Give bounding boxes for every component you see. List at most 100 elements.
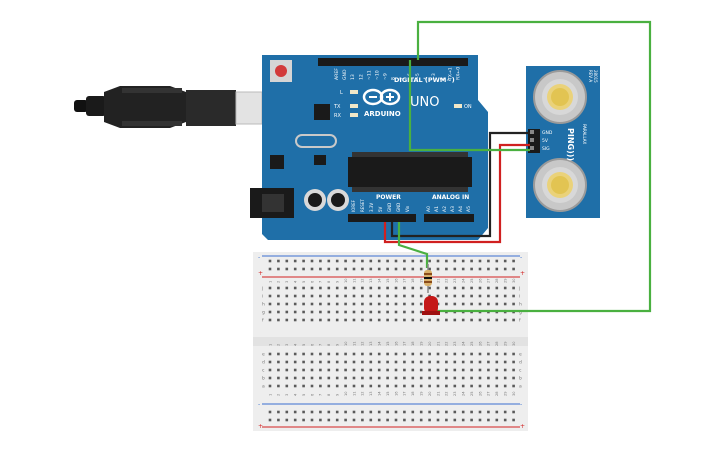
analog-header[interactable] [424, 214, 474, 222]
breadboard-hole[interactable] [487, 376, 490, 380]
rail-hole[interactable] [503, 259, 507, 263]
rail-hole[interactable] [344, 267, 347, 271]
breadboard-hole[interactable] [268, 302, 272, 306]
breadboard-hole[interactable] [335, 286, 339, 290]
breadboard-hole[interactable] [495, 352, 499, 356]
rail-hole[interactable] [268, 267, 272, 271]
breadboard-hole[interactable] [377, 286, 381, 290]
breadboard-hole[interactable] [293, 310, 297, 314]
breadboard-hole[interactable] [411, 294, 415, 298]
breadboard-hole[interactable] [277, 352, 280, 356]
rail-hole[interactable] [361, 267, 364, 271]
breadboard-hole[interactable] [478, 360, 482, 364]
breadboard-hole[interactable] [344, 318, 347, 322]
breadboard-hole[interactable] [394, 318, 398, 322]
breadboard-hole[interactable] [487, 294, 490, 298]
breadboard-hole[interactable] [310, 376, 314, 380]
wire-green-sig[interactable] [408, 60, 530, 152]
breadboard-hole[interactable] [411, 352, 415, 356]
breadboard-hole[interactable] [411, 384, 415, 388]
breadboard-hole[interactable] [352, 286, 356, 290]
breadboard-hole[interactable] [461, 384, 465, 388]
breadboard-hole[interactable] [445, 376, 448, 380]
breadboard-hole[interactable] [403, 318, 406, 322]
rail-hole[interactable] [419, 418, 423, 422]
rail-hole[interactable] [335, 410, 339, 414]
breadboard-hole[interactable] [495, 294, 499, 298]
breadboard-hole[interactable] [327, 294, 331, 298]
breadboard-hole[interactable] [369, 352, 373, 356]
breadboard-hole[interactable] [369, 294, 373, 298]
breadboard-hole[interactable] [394, 286, 398, 290]
rail-hole[interactable] [293, 410, 297, 414]
breadboard-hole[interactable] [302, 376, 305, 380]
breadboard-hole[interactable] [436, 318, 440, 322]
rail-hole[interactable] [352, 418, 356, 422]
breadboard-hole[interactable] [403, 310, 406, 314]
breadboard-hole[interactable] [461, 318, 465, 322]
breadboard-hole[interactable] [436, 384, 440, 388]
rail-hole[interactable] [428, 267, 431, 271]
breadboard-hole[interactable] [268, 352, 272, 356]
breadboard-hole[interactable] [470, 368, 473, 372]
rail-hole[interactable] [503, 267, 507, 271]
breadboard-hole[interactable] [369, 384, 373, 388]
breadboard-hole[interactable] [453, 368, 457, 372]
rail-hole[interactable] [487, 267, 490, 271]
breadboard-hole[interactable] [302, 294, 305, 298]
rail-hole[interactable] [478, 418, 482, 422]
rail-hole[interactable] [352, 410, 356, 414]
breadboard-hole[interactable] [487, 318, 490, 322]
breadboard-hole[interactable] [512, 352, 515, 356]
breadboard-hole[interactable] [478, 318, 482, 322]
rail-hole[interactable] [285, 418, 289, 422]
rail-hole[interactable] [310, 267, 314, 271]
rail-hole[interactable] [319, 259, 322, 263]
breadboard-hole[interactable] [344, 360, 347, 364]
rail-hole[interactable] [361, 410, 364, 414]
breadboard-hole[interactable] [319, 368, 322, 372]
rail-hole[interactable] [512, 418, 515, 422]
rail-hole[interactable] [495, 418, 499, 422]
rail-hole[interactable] [403, 418, 406, 422]
rail-hole[interactable] [461, 267, 465, 271]
breadboard-hole[interactable] [487, 360, 490, 364]
breadboard-hole[interactable] [403, 376, 406, 380]
breadboard-hole[interactable] [470, 384, 473, 388]
rail-hole[interactable] [419, 410, 423, 414]
rail-hole[interactable] [327, 418, 331, 422]
breadboard-hole[interactable] [293, 368, 297, 372]
breadboard-hole[interactable] [310, 294, 314, 298]
rail-hole[interactable] [335, 418, 339, 422]
breadboard-hole[interactable] [285, 302, 289, 306]
breadboard-hole[interactable] [394, 294, 398, 298]
breadboard-hole[interactable] [470, 294, 473, 298]
breadboard-hole[interactable] [319, 376, 322, 380]
breadboard-hole[interactable] [302, 318, 305, 322]
breadboard-hole[interactable] [377, 318, 381, 322]
breadboard-hole[interactable] [411, 318, 415, 322]
breadboard-hole[interactable] [461, 302, 465, 306]
power-jack[interactable] [250, 188, 294, 218]
rail-hole[interactable] [352, 267, 356, 271]
breadboard-hole[interactable] [403, 302, 406, 306]
breadboard-hole[interactable] [503, 302, 507, 306]
rail-hole[interactable] [445, 267, 448, 271]
rail-hole[interactable] [419, 259, 423, 263]
wire-green-loop[interactable] [416, 20, 652, 313]
breadboard-hole[interactable] [268, 310, 272, 314]
breadboard-hole[interactable] [445, 294, 448, 298]
rail-hole[interactable] [386, 259, 389, 263]
breadboard-hole[interactable] [470, 360, 473, 364]
breadboard-hole[interactable] [352, 302, 356, 306]
rail-hole[interactable] [369, 418, 373, 422]
breadboard-hole[interactable] [394, 384, 398, 388]
breadboard-hole[interactable] [293, 384, 297, 388]
breadboard-hole[interactable] [495, 384, 499, 388]
rail-hole[interactable] [512, 410, 515, 414]
rail-hole[interactable] [428, 410, 431, 414]
breadboard-hole[interactable] [377, 360, 381, 364]
breadboard-hole[interactable] [319, 286, 322, 290]
breadboard-hole[interactable] [277, 310, 280, 314]
